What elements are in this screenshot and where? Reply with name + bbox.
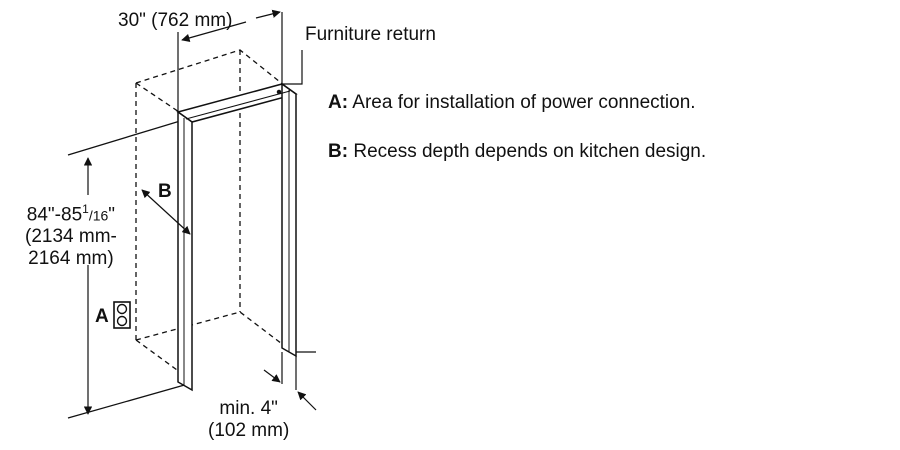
note-a: A: Area for installation of power connec… bbox=[328, 92, 696, 113]
width-dimension bbox=[177, 9, 283, 112]
min-depth-dimension bbox=[263, 352, 317, 411]
furniture-return-frame bbox=[176, 82, 298, 392]
width-dimension-label: 30" (762 mm) bbox=[118, 10, 233, 31]
min-depth-label: min. 4" (102 mm) bbox=[208, 398, 290, 441]
depth-dimension bbox=[141, 189, 191, 235]
recess-outline bbox=[135, 49, 291, 379]
marker-b-label: B bbox=[158, 181, 172, 202]
note-b: B: Recess depth depends on kitchen desig… bbox=[328, 141, 707, 162]
height-dimension-label: 84"-851/16" (2134 mm- 2164 mm) bbox=[25, 202, 117, 270]
marker-a-label: A bbox=[95, 306, 109, 327]
power-outlet-icon bbox=[113, 301, 131, 329]
furniture-return-leader bbox=[282, 50, 303, 85]
furniture-return-label: Furniture return bbox=[305, 24, 436, 45]
